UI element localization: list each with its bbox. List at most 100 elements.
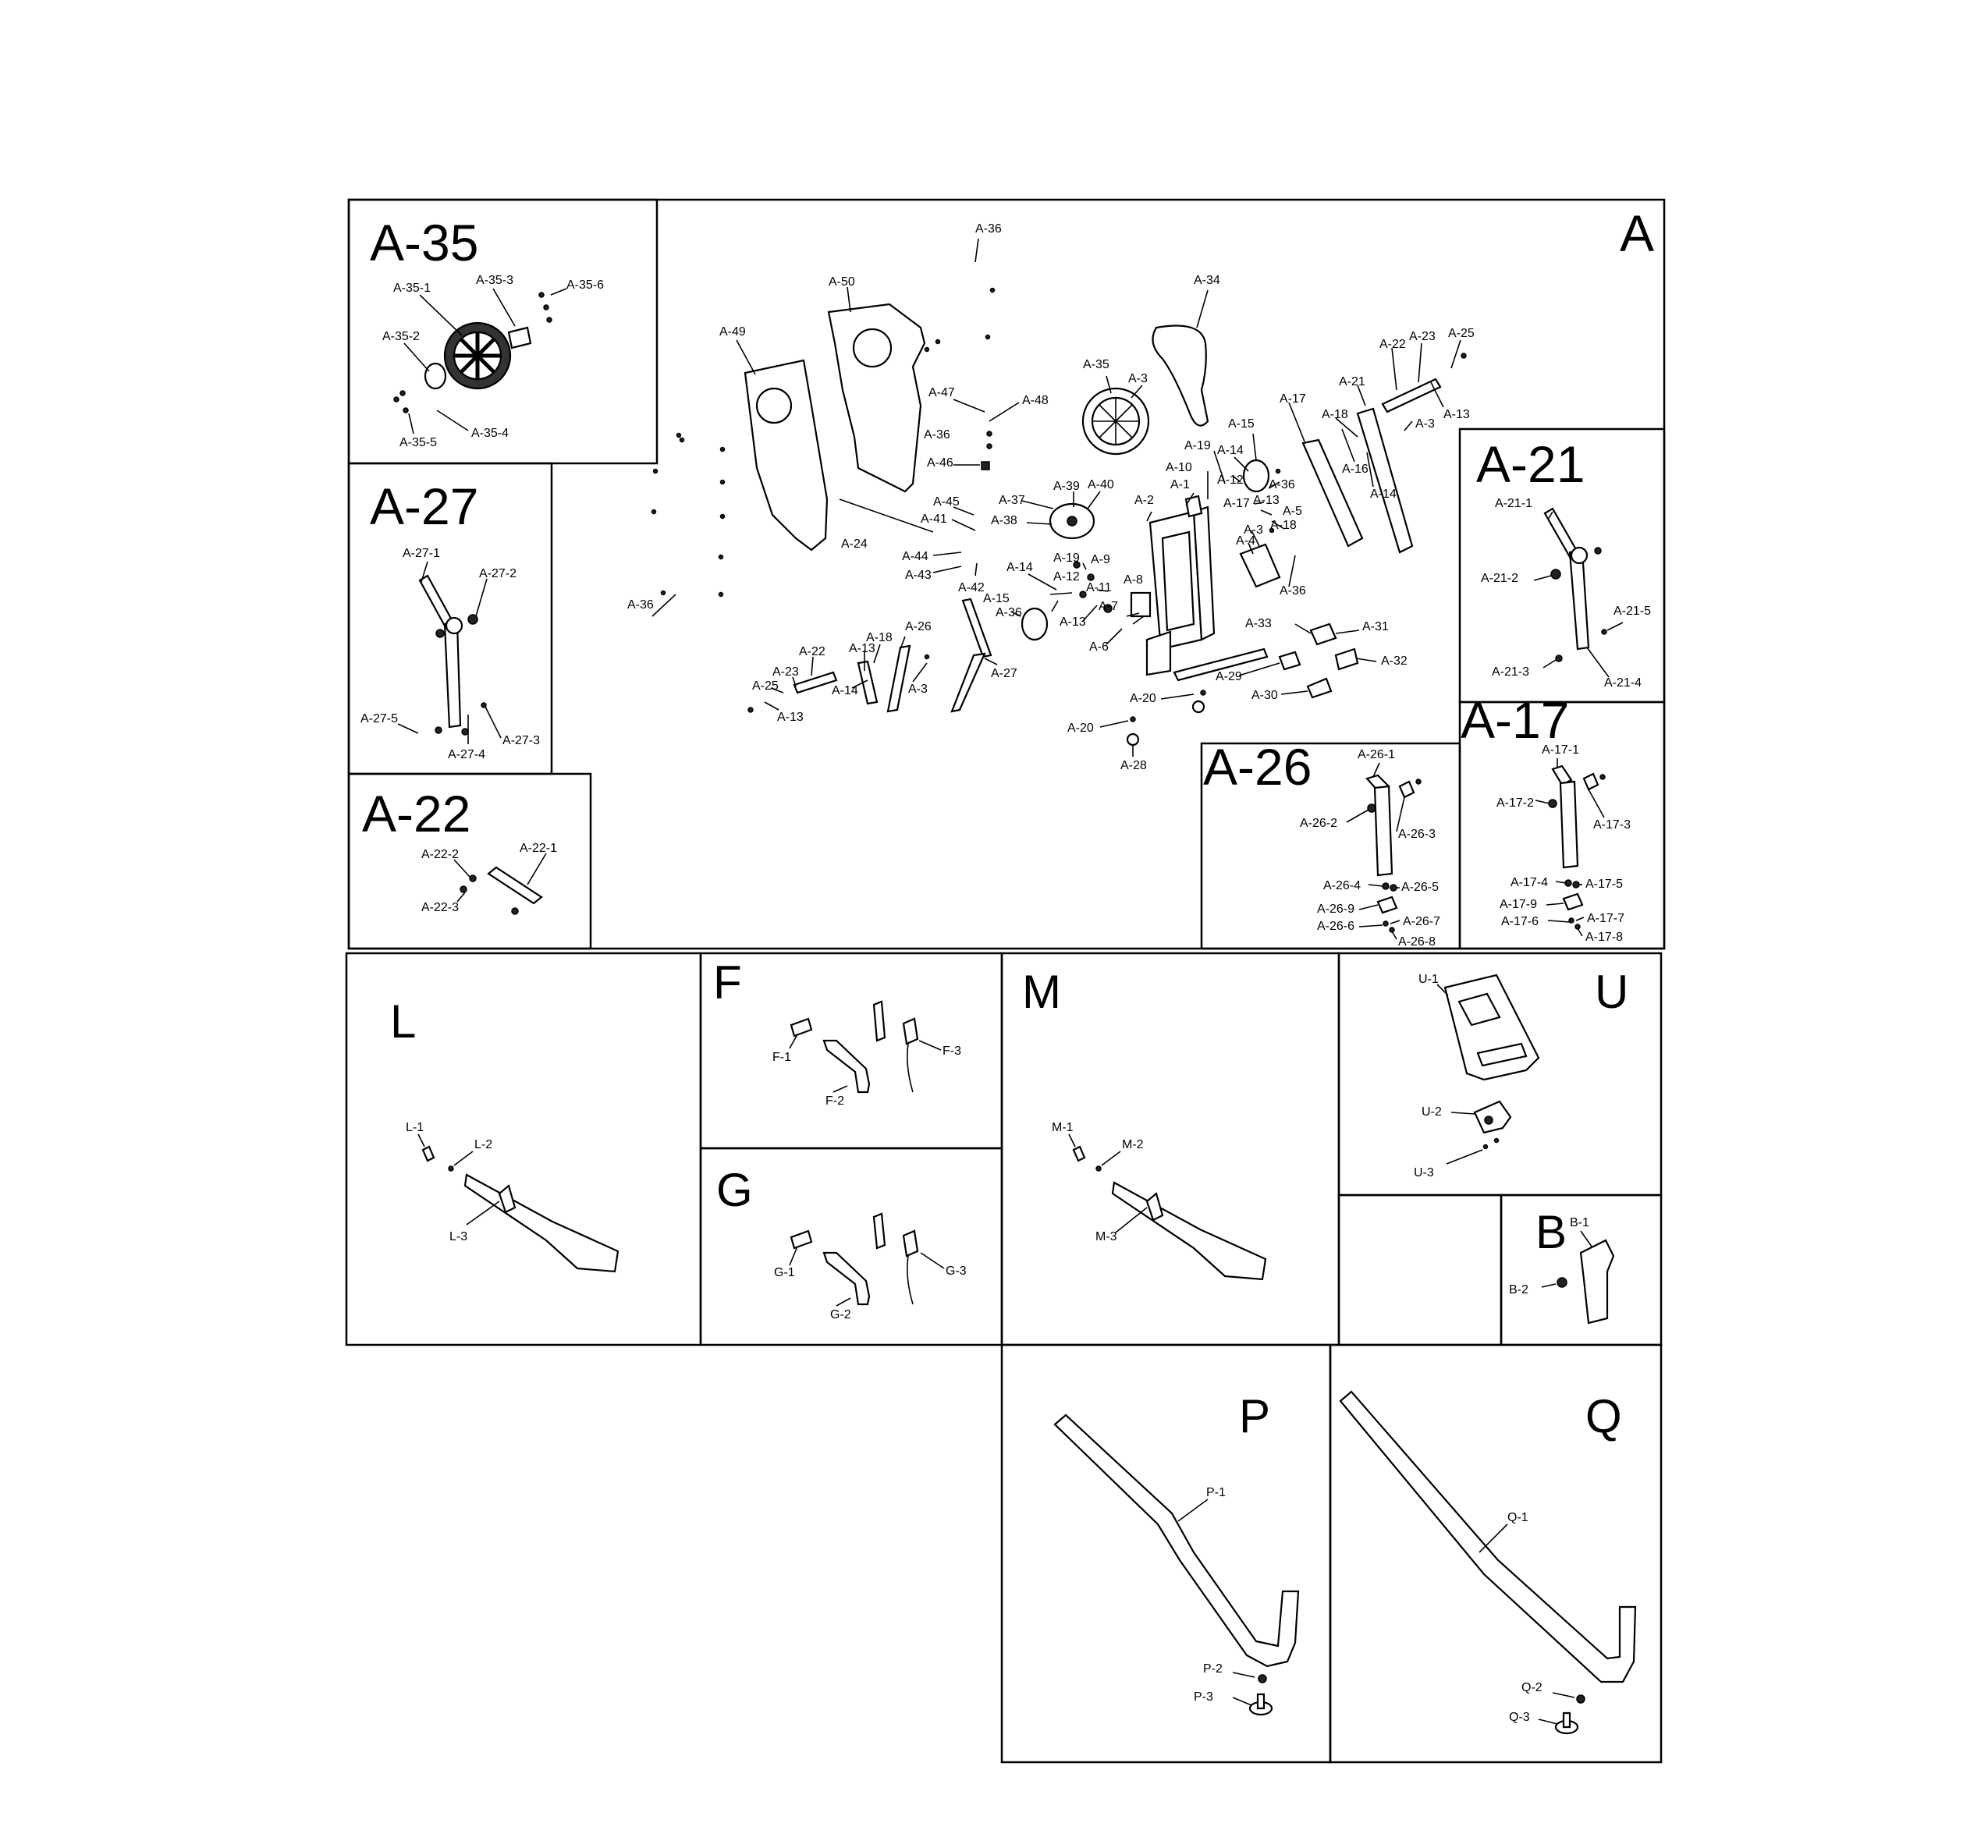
label-a9: A-9 xyxy=(1091,553,1110,566)
label-a35-2: A-35-2 xyxy=(382,330,420,343)
bracket-u2 xyxy=(1473,1100,1512,1134)
label-a3-left: A-3 xyxy=(908,683,928,696)
pedal-arm-m3 xyxy=(1111,1181,1267,1281)
label-a26-5: A-26-5 xyxy=(1401,881,1439,894)
label-a14-left: A-14 xyxy=(832,684,858,697)
label-a3-right: A-3 xyxy=(1415,417,1435,431)
handlebar-f2 xyxy=(822,1039,871,1094)
frame-a17 xyxy=(1458,701,1666,950)
section-frames xyxy=(345,198,1666,1764)
label-a18-mid: A-18 xyxy=(1270,519,1297,532)
label-a18-right: A-18 xyxy=(1322,408,1348,421)
label-a36-mid: A-36 xyxy=(924,428,950,442)
pulley-a35-1 xyxy=(443,321,512,390)
label-a50: A-50 xyxy=(829,275,855,289)
washer-p2 xyxy=(1258,1674,1267,1683)
label-a37: A-37 xyxy=(999,494,1025,507)
section-title-f: F xyxy=(713,956,742,1009)
crank-arm-a27-lower xyxy=(950,652,986,713)
section-u-drawing: U-1 U-2 U-3 xyxy=(1414,973,1540,1179)
label-a1: A-1 xyxy=(1170,478,1190,491)
label-a23-right: A-23 xyxy=(1409,330,1436,343)
label-a21-3: A-21-3 xyxy=(1492,665,1529,679)
grip-f1 xyxy=(790,1017,813,1038)
main-frame xyxy=(1130,495,1269,682)
arm-a17-1-shaft xyxy=(1559,780,1579,869)
section-a22-drawing: A-22-2 A-22-1 A-22-3 xyxy=(421,842,557,915)
side-cover-a50 xyxy=(827,303,926,493)
label-a22-1: A-22-1 xyxy=(520,842,557,855)
label-a35: A-35 xyxy=(1083,358,1109,371)
label-a26-6: A-26-6 xyxy=(1317,920,1354,933)
label-a26-8: A-26-8 xyxy=(1398,935,1436,949)
label-q1: Q-1 xyxy=(1507,1511,1528,1524)
section-q-drawing: Q-1 Q-2 Q-3 xyxy=(1339,1390,1637,1735)
section-title-b: B xyxy=(1535,1206,1567,1258)
label-a7: A-7 xyxy=(1099,600,1118,613)
label-a17-7: A-17-7 xyxy=(1587,912,1624,925)
axle-a22-left xyxy=(793,671,838,694)
label-a6: A-6 xyxy=(1089,640,1109,654)
label-g2: G-2 xyxy=(830,1308,851,1321)
label-a35-5: A-35-5 xyxy=(399,436,437,449)
section-a35-drawing: A-35-1 A-35-3 A-35-6 A-35-2 A-35-5 A-35-… xyxy=(382,274,604,449)
label-a13-mid: A-13 xyxy=(1060,615,1086,629)
label-a45: A-45 xyxy=(933,495,960,509)
label-q3: Q-3 xyxy=(1509,1711,1530,1724)
label-p3: P-3 xyxy=(1194,1690,1213,1704)
label-a13-left: A-13 xyxy=(777,711,804,724)
label-u3: U-3 xyxy=(1414,1166,1434,1179)
label-a21-1: A-21-1 xyxy=(1495,497,1532,510)
section-title-l: L xyxy=(390,995,416,1048)
label-l3: L-3 xyxy=(449,1230,467,1243)
console-mount-a4 xyxy=(1239,543,1281,588)
label-a27-5: A-27-5 xyxy=(360,712,398,725)
label-a30: A-30 xyxy=(1251,689,1278,702)
label-a12-top: A-12 xyxy=(1217,474,1244,487)
label-a25-right: A-25 xyxy=(1448,327,1475,340)
label-a16: A-16 xyxy=(1342,463,1369,476)
bracket-b1 xyxy=(1579,1239,1615,1325)
label-a22-2: A-22-2 xyxy=(421,848,459,861)
bushing-a27-2 xyxy=(467,614,478,625)
label-a17-6: A-17-6 xyxy=(1501,915,1539,928)
nut-m2 xyxy=(1095,1165,1102,1172)
label-a21-5: A-21-5 xyxy=(1613,605,1651,618)
label-a36-low: A-36 xyxy=(1280,584,1306,598)
label-a36-left: A-36 xyxy=(627,598,654,612)
label-a38: A-38 xyxy=(991,514,1017,527)
label-a17-1: A-17-1 xyxy=(1542,743,1579,757)
label-a34: A-34 xyxy=(1194,274,1220,287)
label-a13-right: A-13 xyxy=(1253,494,1280,507)
label-a18-left: A-18 xyxy=(866,631,893,644)
label-a23-left: A-23 xyxy=(772,665,799,679)
label-a35-3: A-35-3 xyxy=(476,274,513,287)
label-a35-4: A-35-4 xyxy=(471,427,509,440)
label-a21-2: A-21-2 xyxy=(1481,572,1518,585)
label-a27: A-27 xyxy=(991,667,1017,680)
label-a27-1: A-27-1 xyxy=(403,547,440,560)
label-u1: U-1 xyxy=(1418,973,1439,986)
label-a22-left: A-22 xyxy=(799,645,825,658)
section-m-drawing: M-1 M-2 M-3 xyxy=(1052,1121,1267,1281)
label-a3-pulley: A-3 xyxy=(1128,372,1148,385)
label-a39: A-39 xyxy=(1053,480,1080,493)
label-a24: A-24 xyxy=(841,537,868,551)
arm-a26 xyxy=(886,644,911,713)
washer-a35-2 xyxy=(424,362,447,390)
label-a15-top: A-15 xyxy=(1228,417,1255,431)
leader-lines-a xyxy=(651,238,1461,757)
label-a20-a: A-20 xyxy=(1130,692,1156,705)
section-title-m: M xyxy=(1022,966,1061,1018)
section-l-drawing: L-1 L-2 L-3 xyxy=(406,1121,619,1273)
label-a21-4: A-21-4 xyxy=(1604,676,1642,690)
hardware-dots xyxy=(651,287,1467,722)
arm-a14-right xyxy=(1356,407,1414,554)
end-cap-a31 xyxy=(1309,623,1337,646)
section-a21-drawing: A-21-1 A-21-2 A-21-5 A-21-3 A-21-4 xyxy=(1481,497,1651,690)
cap-a17-3 xyxy=(1582,772,1599,791)
section-a17-drawing: A-17-1 A-17-2 A-17-3 A-17-4 A-17-5 A-17-… xyxy=(1496,743,1631,944)
bolt-l1 xyxy=(421,1145,435,1162)
label-a17-mid: A-17 xyxy=(1223,497,1250,510)
